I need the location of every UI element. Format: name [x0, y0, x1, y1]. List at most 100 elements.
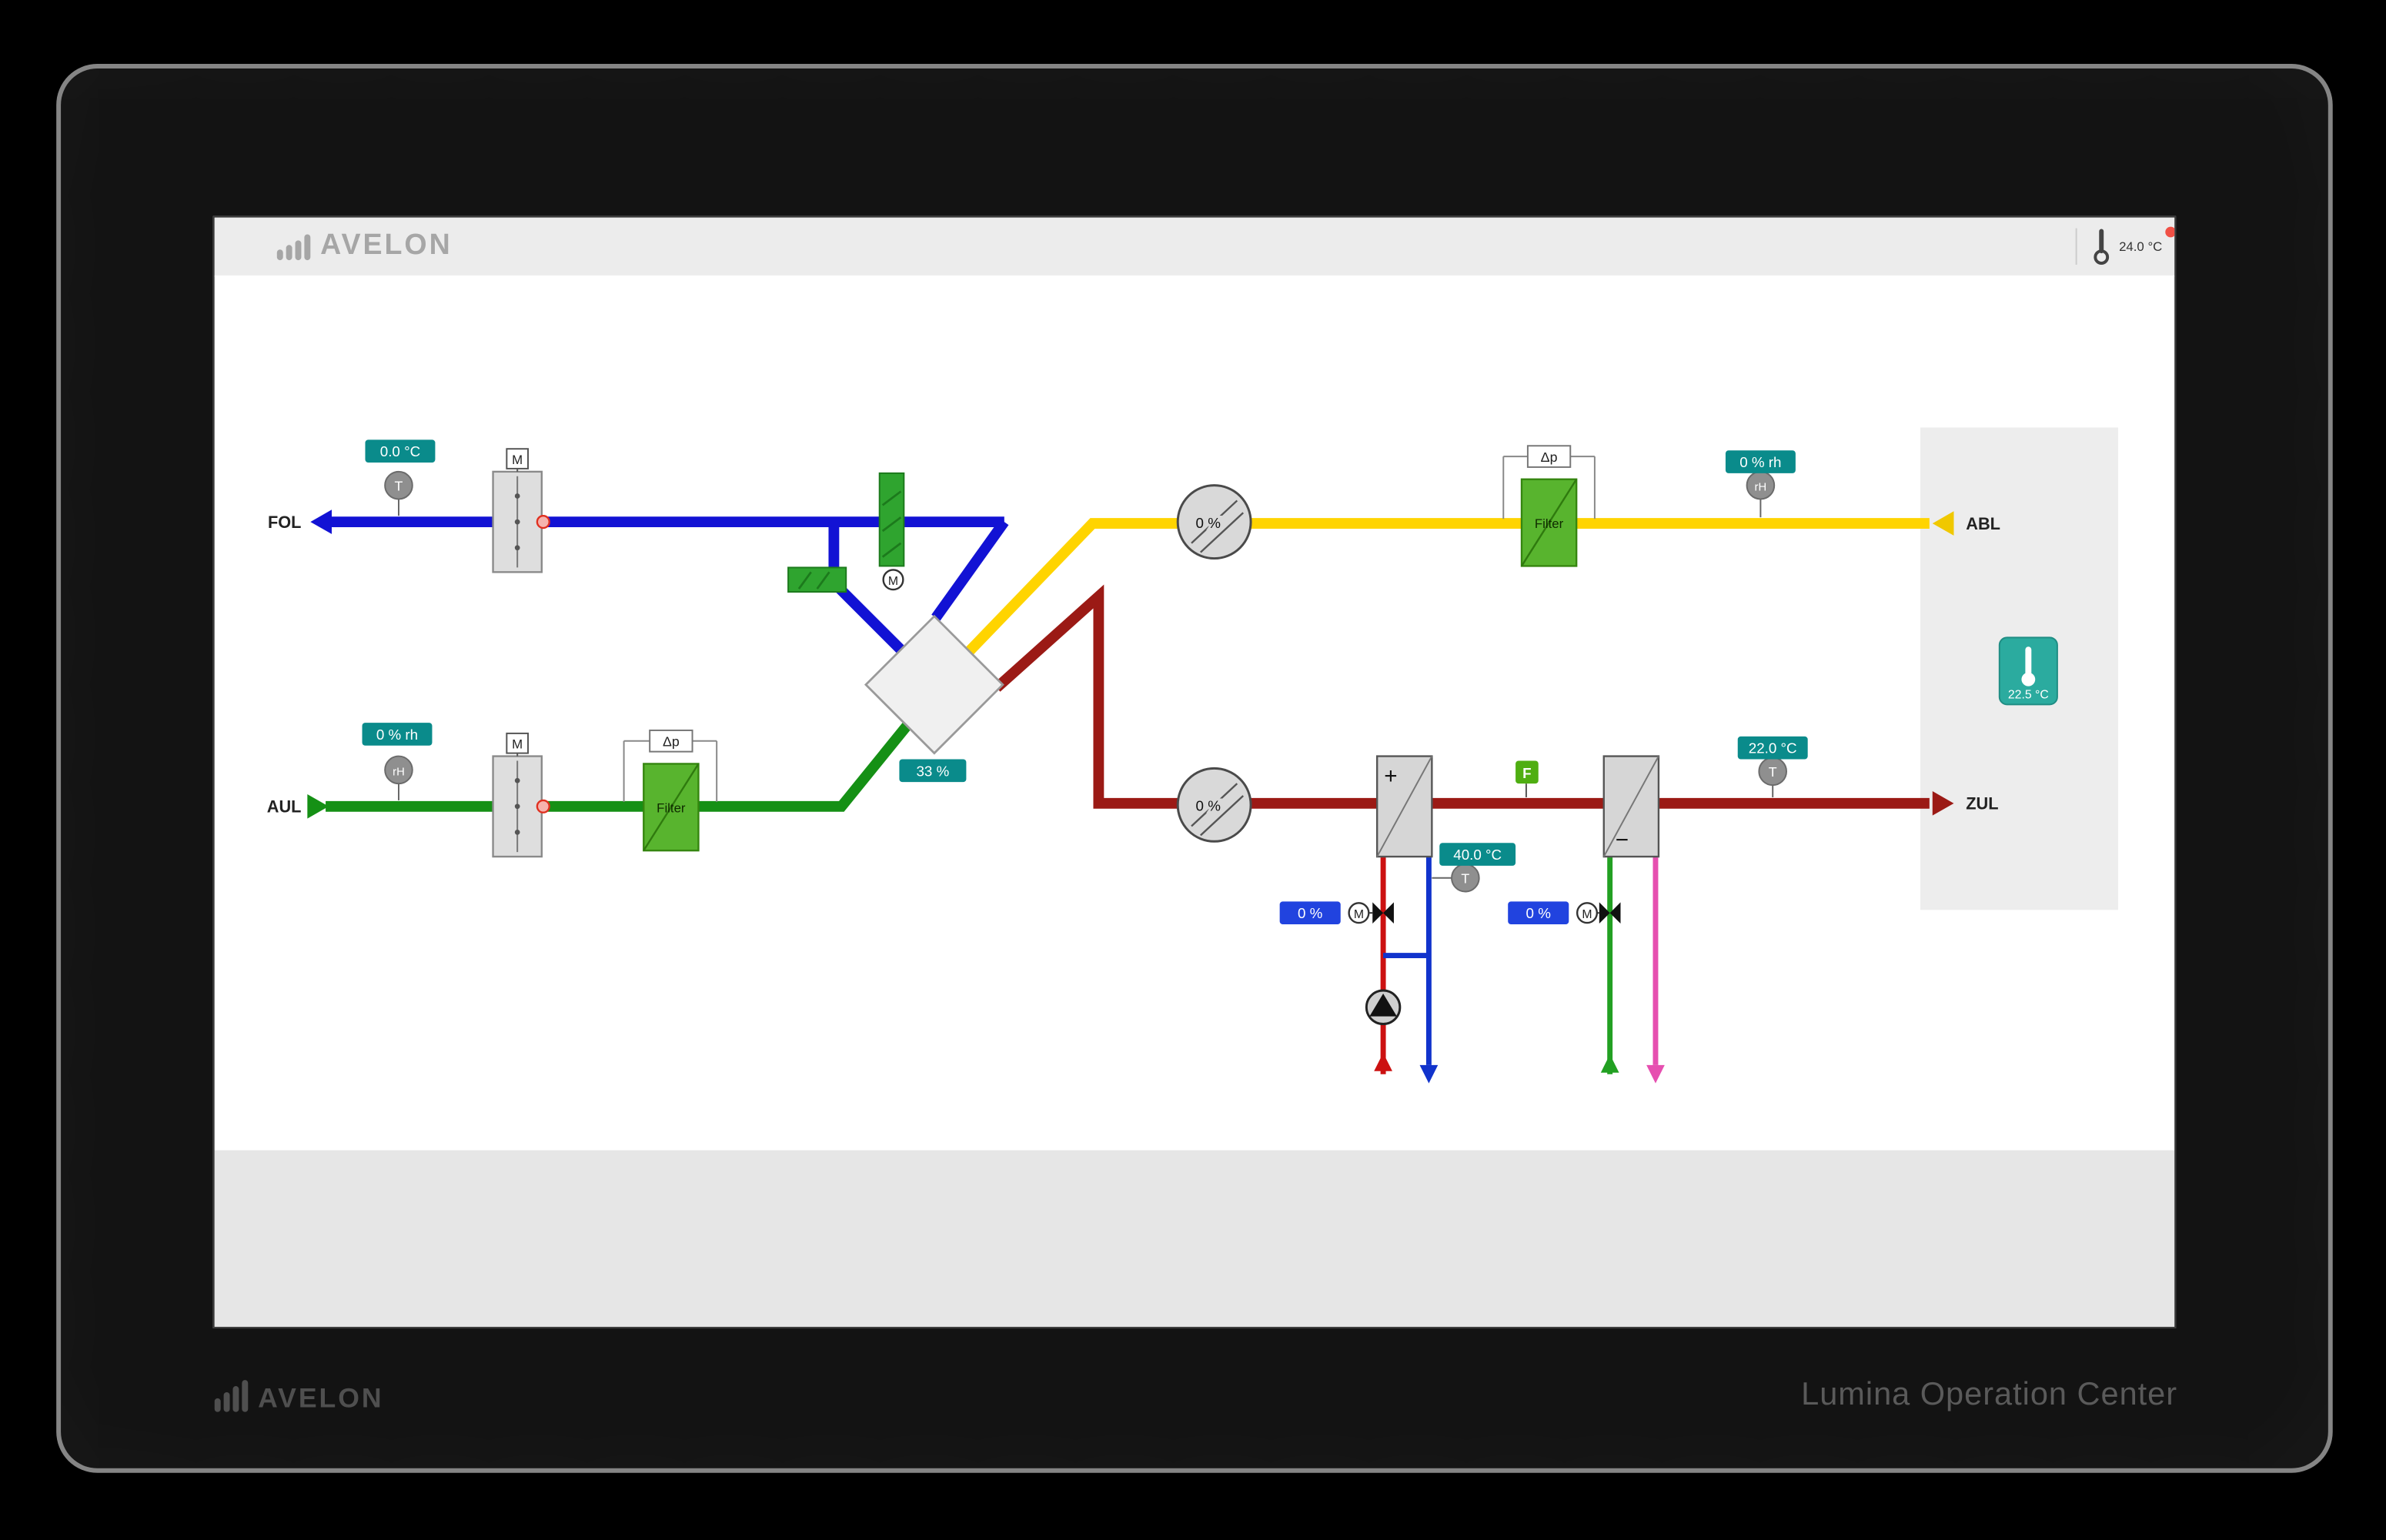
humidity-sensor-icon: rH	[393, 766, 405, 778]
dp-sensor-label: Δp	[663, 734, 680, 750]
heating-flow-temp-sensor[interactable]: T 40.0 °C	[1432, 843, 1516, 893]
abl-rh-badge[interactable]	[1725, 450, 1796, 473]
fol-temp-value: 0.0 °C	[380, 443, 420, 459]
heat-exchanger[interactable]: 33 %	[864, 614, 1004, 783]
heating-return-arrow-icon	[1419, 1064, 1439, 1084]
app-screen: AVELON 24.0 °C	[212, 215, 2177, 1328]
aul-damper[interactable]: M	[492, 732, 550, 858]
heating-flow-temp-badge[interactable]	[1439, 843, 1516, 866]
header-status-area: 24.0 °C	[2074, 218, 2163, 276]
fol-temp-badge[interactable]	[365, 439, 436, 463]
heating-valve-badge[interactable]	[1279, 901, 1341, 925]
abl-humidity-sensor[interactable]: rH 0 % rh	[1725, 450, 1796, 518]
aul-label: AUL	[267, 797, 302, 817]
exchanger-efficiency-value: 33 %	[917, 763, 950, 779]
avelon-logo-icon	[214, 1380, 248, 1412]
exchanger-efficiency-badge[interactable]	[899, 759, 967, 783]
motor-icon: M	[512, 453, 523, 467]
device-bezel: AVELON 24.0 °C AVELON Lum	[61, 68, 2328, 1468]
fan-blade-icon	[1200, 795, 1245, 837]
thermometer-bulb-icon	[2021, 672, 2036, 686]
room-temp-value: 22.5 °C	[2008, 688, 2049, 701]
abl-arrow-icon	[1932, 511, 1954, 536]
zul-temp-badge[interactable]	[1737, 736, 1808, 760]
motor-icon: M	[1582, 908, 1592, 921]
aul-rh-value: 0 % rh	[376, 727, 418, 743]
motor-icon: M	[512, 737, 523, 752]
abl-rh-value: 0 % rh	[1739, 454, 1781, 470]
damper-alarm-dot	[536, 799, 550, 813]
supply-duct-zul	[993, 584, 1930, 809]
schematic-canvas	[214, 275, 2175, 1151]
heating-pipes	[1374, 852, 1439, 1084]
footer-brand: AVELON	[214, 1380, 384, 1414]
frost-sensor[interactable]: F	[1515, 760, 1539, 797]
fol-damper[interactable]: M	[492, 448, 550, 573]
pump-icon	[1369, 993, 1397, 1017]
humidity-sensor-icon: rH	[1755, 482, 1767, 494]
dp-sensor-label: Δp	[1541, 449, 1558, 465]
frost-icon: F	[1522, 765, 1531, 781]
supply-fan-speed: 0 %	[1196, 798, 1221, 814]
abl-label: ABL	[1966, 514, 2000, 533]
heating-coil[interactable]: +	[1375, 755, 1433, 858]
fan-blade-icon	[1191, 783, 1238, 827]
cooling-valve-value: 0 %	[1526, 905, 1552, 921]
alarm-indicator-dot	[2165, 226, 2175, 238]
motor-icon: M	[1354, 908, 1364, 921]
temp-sensor-icon: T	[1769, 764, 1777, 780]
zul-label: ZUL	[1966, 794, 1998, 813]
aul-rh-badge[interactable]	[362, 723, 433, 746]
cooling-valve-badge[interactable]	[1508, 901, 1569, 925]
abl-filter[interactable]: Δp Filter	[1502, 445, 1596, 567]
motor-icon: M	[888, 575, 898, 588]
aul-arrow-icon	[307, 793, 329, 819]
header-brand: AVELON	[276, 229, 453, 262]
cooling-valve[interactable]: M 0 %	[1508, 901, 1621, 925]
temp-sensor-icon: T	[1461, 871, 1469, 887]
zul-arrow-icon	[1932, 791, 1954, 816]
aul-filter[interactable]: Δp Filter	[623, 729, 718, 852]
heating-valve-value: 0 %	[1298, 905, 1323, 921]
bypass-damper-motor[interactable]: M	[882, 569, 904, 591]
cooling-supply-arrow-icon	[1600, 1054, 1619, 1073]
heating-pump[interactable]	[1365, 989, 1402, 1026]
temp-sensor-icon: T	[395, 479, 403, 494]
extract-fan[interactable]: 0 %	[1176, 484, 1252, 560]
bypass-damper-horizontal[interactable]	[787, 566, 847, 593]
fol-arrow-icon	[310, 509, 332, 534]
heating-plus-icon: +	[1384, 763, 1397, 789]
heating-valve[interactable]: M 0 %	[1279, 901, 1394, 925]
filter-label: Filter	[657, 801, 686, 816]
header-brand-text: AVELON	[320, 229, 453, 262]
avelon-logo-icon	[276, 234, 310, 261]
heating-supply-arrow-icon	[1374, 1053, 1392, 1071]
room-temp-widget[interactable]: 22.5 °C	[1998, 636, 2058, 706]
damper-alarm-dot	[536, 515, 550, 529]
supply-fan[interactable]: 0 %	[1176, 767, 1252, 843]
extract-fan-speed: 0 %	[1196, 515, 1221, 531]
footer-brand-text: AVELON	[258, 1383, 384, 1414]
cooling-coil[interactable]: −	[1602, 755, 1660, 858]
fol-temp-sensor[interactable]: T 0.0 °C	[365, 439, 436, 516]
fan-blade-icon	[1200, 512, 1245, 553]
zul-temp-sensor[interactable]: T 22.0 °C	[1737, 736, 1808, 797]
heating-flow-temp-value: 40.0 °C	[1453, 847, 1502, 863]
zul-temp-value: 22.0 °C	[1749, 740, 1797, 757]
extract-duct-abl	[965, 518, 1930, 655]
bypass-damper-vertical[interactable]	[878, 472, 905, 567]
aul-humidity-sensor[interactable]: rH 0 % rh	[362, 723, 433, 800]
cooling-minus-icon: −	[1616, 827, 1629, 853]
fol-label: FOL	[268, 513, 301, 532]
fan-blade-icon	[1191, 499, 1238, 544]
app-header: AVELON 24.0 °C	[214, 217, 2175, 277]
product-name: Lumina Operation Center	[1801, 1377, 2178, 1412]
screen-bottom-strip	[214, 1150, 2175, 1327]
header-divider	[2074, 228, 2077, 265]
cooling-return-arrow-icon	[1646, 1064, 1665, 1084]
filter-label: Filter	[1535, 516, 1564, 531]
cooling-pipes	[1600, 852, 1665, 1084]
header-ambient-temp: 24.0 °C	[2119, 239, 2163, 255]
